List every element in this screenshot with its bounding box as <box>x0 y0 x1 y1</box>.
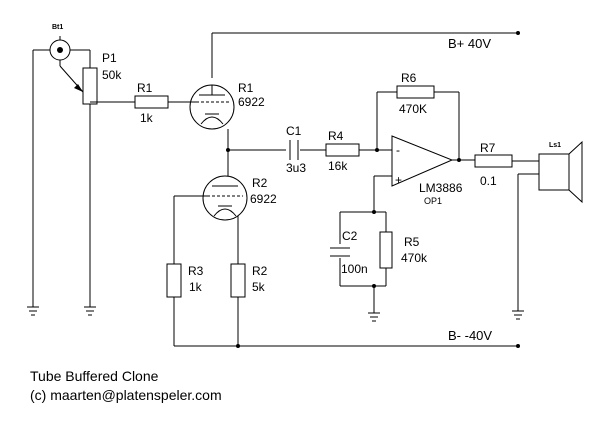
tube-r1 <box>189 33 235 130</box>
r4-value: 16k <box>328 159 348 173</box>
c2-value: 100n <box>341 262 368 276</box>
r4-name: R4 <box>328 129 344 143</box>
tube-r2-type: 6922 <box>250 192 277 206</box>
ground-symbol-speaker <box>512 310 524 320</box>
c1-value: 3u3 <box>286 161 306 175</box>
opamp-op1 <box>391 135 454 187</box>
r3-value: 1k <box>189 280 203 294</box>
opamp-type: LM3886 <box>419 181 463 195</box>
r1-name: R1 <box>137 81 153 95</box>
tube-r1-type: 6922 <box>238 95 265 109</box>
copyright-line: (c) maarten@platenspeler.com <box>30 387 222 403</box>
p1-name: P1 <box>102 51 117 65</box>
resistor-r6 <box>396 85 435 99</box>
rail-positive-label: B+ 40V <box>448 36 491 51</box>
ground-symbol-p1 <box>84 306 96 316</box>
tube-r1-name: R1 <box>238 81 254 95</box>
c1-name: C1 <box>286 124 302 138</box>
r5-name: R5 <box>404 235 420 249</box>
opamp-name: OP1 <box>424 196 442 206</box>
resistor-r3 <box>166 263 182 298</box>
resistor-r5 <box>379 231 393 269</box>
ground-symbol-jack <box>27 306 39 316</box>
rail-negative-label: B- -40V <box>448 328 492 343</box>
ls1-label: Ls1 <box>549 142 561 149</box>
ground-symbol-feedback <box>368 312 380 322</box>
resistor-r2 <box>230 263 246 298</box>
potentiometer-p1 <box>82 67 98 105</box>
c2-name: C2 <box>342 229 358 243</box>
loudspeaker-ls1 <box>517 140 583 311</box>
r7-value: 0.1 <box>480 174 497 188</box>
r6-name: R6 <box>401 71 417 85</box>
input-jack-bt1: Bt1 <box>33 24 90 66</box>
p1-value: 50k <box>102 68 122 82</box>
tube-r2-name: R2 <box>252 176 268 190</box>
opamp-plus: + <box>395 173 402 187</box>
r2-value: 5k <box>252 280 266 294</box>
bt1-label: Bt1 <box>52 24 63 31</box>
r1-value: 1k <box>140 111 154 125</box>
resistor-r7 <box>474 154 513 168</box>
r6-value: 470K <box>399 102 427 116</box>
r3-name: R3 <box>188 264 204 278</box>
resistor-r4 <box>325 143 360 157</box>
r2-name: R2 <box>252 264 268 278</box>
tube-r2 <box>202 168 248 221</box>
r7-name: R7 <box>480 141 496 155</box>
opamp-minus: - <box>396 143 400 157</box>
schematic-title: Tube Buffered Clone <box>30 368 159 384</box>
resistor-r1 <box>134 95 169 109</box>
r5-value: 470k <box>401 251 428 265</box>
